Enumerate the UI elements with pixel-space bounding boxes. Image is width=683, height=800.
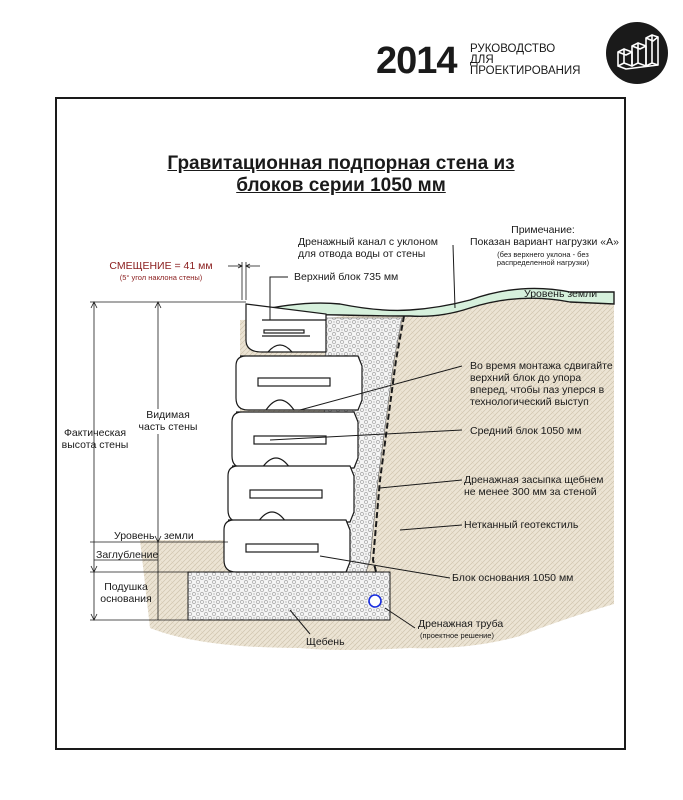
ground-level-left-label: земли (164, 530, 194, 542)
drain-pipe-note: (проектное решение) (420, 631, 494, 640)
base-block-label: Блок основания 1050 мм (452, 572, 574, 584)
header-subtitle-line: ПРОЕКТИРОВАНИЯ (470, 65, 581, 77)
header-subtitle: РУКОВОДСТВО ДЛЯ ПРОЕКТИРОВАНИЯ (470, 43, 581, 77)
ground-level-label: Уровень земли (524, 288, 598, 300)
actual-height-label: высота стены (61, 439, 129, 451)
offset-note: (5° угол наклона стены) (119, 273, 203, 282)
embedment-label: Заглубление (96, 549, 159, 561)
middle-block (227, 465, 355, 523)
shift-note-line: вперед, чтобы паз уперся в (470, 384, 605, 396)
note-small-2: распределенной нагрузки) (496, 258, 590, 267)
shift-note-line: технологический выступ (470, 396, 589, 408)
drain-pipe (368, 594, 382, 608)
visible-part-label: Видимая (132, 409, 204, 422)
middle-block (235, 355, 363, 411)
header-year: 2014 (376, 40, 458, 82)
note-small-1: (без верхнего уклона - без (497, 250, 589, 259)
top-block (245, 303, 327, 353)
logo (606, 22, 668, 84)
top-block-label: Верхний блок 735 мм (294, 271, 399, 283)
header-subtitle-line: РУКОВОДСТВО (470, 43, 556, 55)
base-pad-label: Подушка (104, 581, 148, 593)
base-pad-label: основания (100, 593, 152, 605)
shift-note-line: Во время монтажа сдвигайте (470, 360, 613, 372)
middle-block-label: Средний блок 1050 мм (470, 425, 582, 437)
note-heading: Примечание: (511, 224, 575, 236)
geotextile-line (371, 315, 405, 611)
drain-channel-label: для отвода воды от стены (298, 248, 426, 260)
ground-level-left-label: Уровень (114, 530, 155, 542)
title-line: блоков серии 1050 мм (236, 175, 446, 196)
offset-marker (228, 262, 260, 300)
title-line: Гравитационная подпорная стена из (167, 153, 515, 174)
offset-label: СМЕЩЕНИЕ = 41 мм (109, 260, 213, 272)
grass-strip (246, 287, 615, 321)
base-block (223, 519, 351, 573)
drawing-title: Гравитационная подпорная стена из блоков… (58, 153, 624, 197)
leader-lines (269, 244, 463, 635)
gravel-label: Щебень (306, 636, 345, 648)
base-gravel-pad (187, 571, 391, 621)
middle-block (231, 411, 359, 469)
drawing-frame (55, 97, 626, 750)
visible-part-label: часть стены (132, 421, 204, 434)
header-subtitle-line: ДЛЯ (470, 54, 494, 66)
shift-note-line: верхний блок до упора (470, 372, 582, 384)
wall-blocks (223, 303, 363, 573)
backfill-label: Дренажная засыпка щебнем (464, 474, 604, 486)
drain-pipe-label: Дренажная труба (418, 618, 504, 630)
actual-height-label: Фактическая (63, 427, 127, 439)
stacked-blocks-icon (617, 34, 659, 70)
backfill-label: не менее 300 мм за стеной (464, 486, 597, 498)
geotextile-label: Нетканный геотекстиль (464, 519, 579, 531)
drain-channel-label: Дренажный канал с уклоном (298, 236, 438, 248)
note-line: Показан вариант нагрузки «А» (470, 236, 619, 248)
